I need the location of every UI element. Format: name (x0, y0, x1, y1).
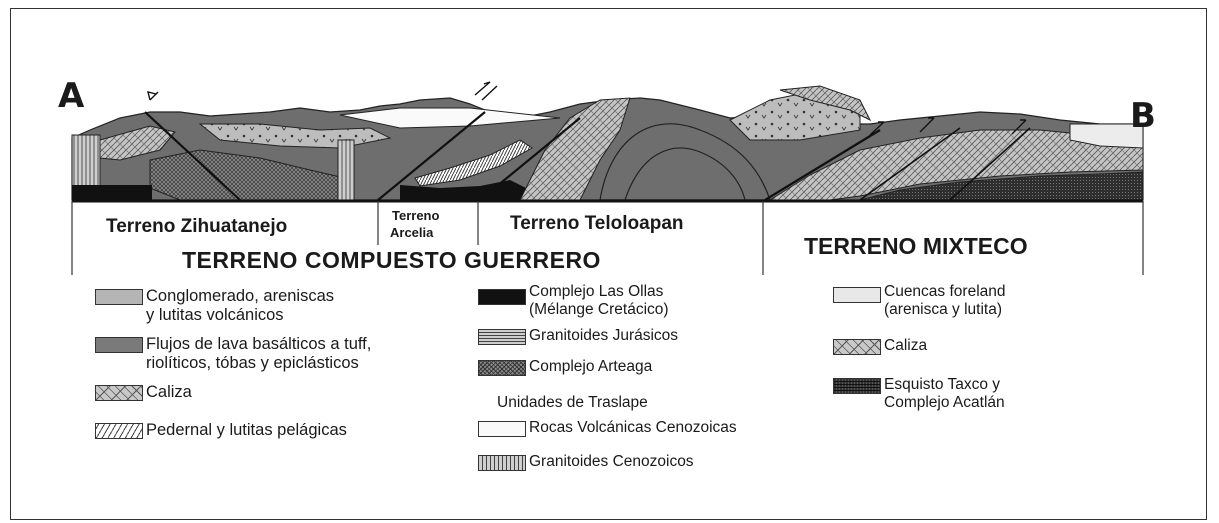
terrane-composite-guerrero: TERRENO COMPUESTO GUERRERO (182, 247, 601, 273)
legend-conglomerado: Conglomerado, areniscas y lutitas volcán… (95, 287, 334, 325)
legend-label: Pedernal y lutitas pelágicas (146, 421, 347, 439)
fault-3 (479, 117, 581, 201)
arteaga-swatch (478, 360, 526, 376)
legend-foreland: Cuencas foreland (arenisca y lutita) (833, 283, 1006, 319)
teloloapan-caliza-right (779, 85, 872, 122)
legend-label: Esquisto Taxco y (884, 376, 1001, 393)
legend-label: Rocas Volcánicas Cenozoicas (529, 419, 737, 436)
fault-6 (949, 127, 1031, 201)
legend-pedernal: Pedernal y lutitas pelágicas (95, 421, 347, 440)
legend-grancen: Granitoides Cenozoicos (478, 453, 694, 471)
cenozoic-granitoid-swatch (478, 455, 526, 471)
legend-traslape-heading: Unidades de Traslape (497, 394, 648, 411)
legend-label: Granitoides Jurásicos (529, 327, 679, 344)
arcelia-pedernal (414, 139, 533, 187)
fault-arrow-icon (1011, 119, 1027, 135)
fault-arrow-icon (474, 81, 498, 101)
figure-frame (10, 8, 1207, 520)
section-end-b: B (1130, 96, 1156, 136)
legend-caliza: Caliza (95, 383, 192, 402)
legend-label: Flujos de lava basálticos a tuff, (146, 335, 372, 353)
terrane-zihuatanejo: Terreno Zihuatanejo (106, 216, 288, 237)
legend-label: Cuencas foreland (884, 283, 1006, 300)
fault-1 (144, 111, 241, 201)
legend-lasollas: Complejo Las Ollas (Mélange Cretácico) (478, 283, 669, 319)
legend-arteaga: Complejo Arteaga (478, 358, 652, 376)
granitoid-stock (337, 139, 355, 201)
legend-label: Caliza (146, 383, 192, 401)
terrane-arcelia-line1: Terreno (392, 208, 440, 223)
legend-label: Caliza (884, 337, 928, 354)
fault-5 (859, 127, 961, 201)
arcelia-volcanic-cover (339, 107, 561, 129)
las-ollas-swatch (478, 289, 526, 305)
chert-swatch (95, 423, 143, 439)
limestone-swatch (833, 339, 881, 355)
terrane-arcelia-line2: Arcelia (390, 225, 434, 240)
zihuatanejo-caliza (99, 125, 176, 161)
teloloapan-fold (599, 123, 771, 201)
conglomerate-swatch (95, 289, 143, 305)
legend-taxco: Esquisto Taxco y Complejo Acatlán (833, 376, 1005, 412)
legend-label: (arenisca y lutita) (884, 301, 1003, 318)
teloloapan-fold-inner (624, 147, 746, 201)
legend-label: Complejo Acatlán (884, 394, 1005, 411)
jurassic-granitoid-swatch (478, 329, 526, 345)
mixteco-foreland-basins (1069, 123, 1144, 149)
lava-swatch (95, 337, 143, 353)
fault-2 (377, 111, 486, 201)
legend-lava: Flujos de lava basálticos a tuff, riolít… (95, 335, 371, 373)
terrane-mixteco: TERRENO MIXTECO (804, 233, 1028, 259)
fault-4 (764, 129, 881, 201)
taxco-schist-swatch (833, 378, 881, 394)
legend-label: Complejo Las Ollas (529, 283, 664, 300)
terrane-teloloapan: Terreno Teloloapan (510, 213, 684, 234)
legend-label: Conglomerado, areniscas (146, 287, 335, 305)
section-end-a: A (58, 76, 85, 116)
mixteco-taxco-schist (859, 171, 1144, 201)
legend-label: riolíticos, tóbas y epiclásticos (146, 354, 359, 372)
las-ollas-base (72, 185, 152, 200)
legend-volcen: Rocas Volcánicas Cenozoicas (478, 419, 737, 437)
legend-caliza-mixteco: Caliza (833, 337, 927, 355)
foreland-swatch (833, 287, 881, 303)
fault-arrow-icon (919, 117, 935, 133)
legend-label: (Mélange Cretácico) (529, 301, 669, 318)
legend-label: Granitoides Cenozoicos (529, 453, 694, 470)
fault-arrow-icon (869, 121, 885, 136)
legend-granjur: Granitoides Jurásicos (478, 327, 678, 345)
fault-arrow-icon (147, 91, 159, 101)
legend-label: y lutitas volcánicos (146, 306, 284, 324)
legend-label: Complejo Arteaga (529, 358, 653, 375)
cenozoic-volcanic-swatch (478, 421, 526, 437)
limestone-swatch (95, 385, 143, 401)
